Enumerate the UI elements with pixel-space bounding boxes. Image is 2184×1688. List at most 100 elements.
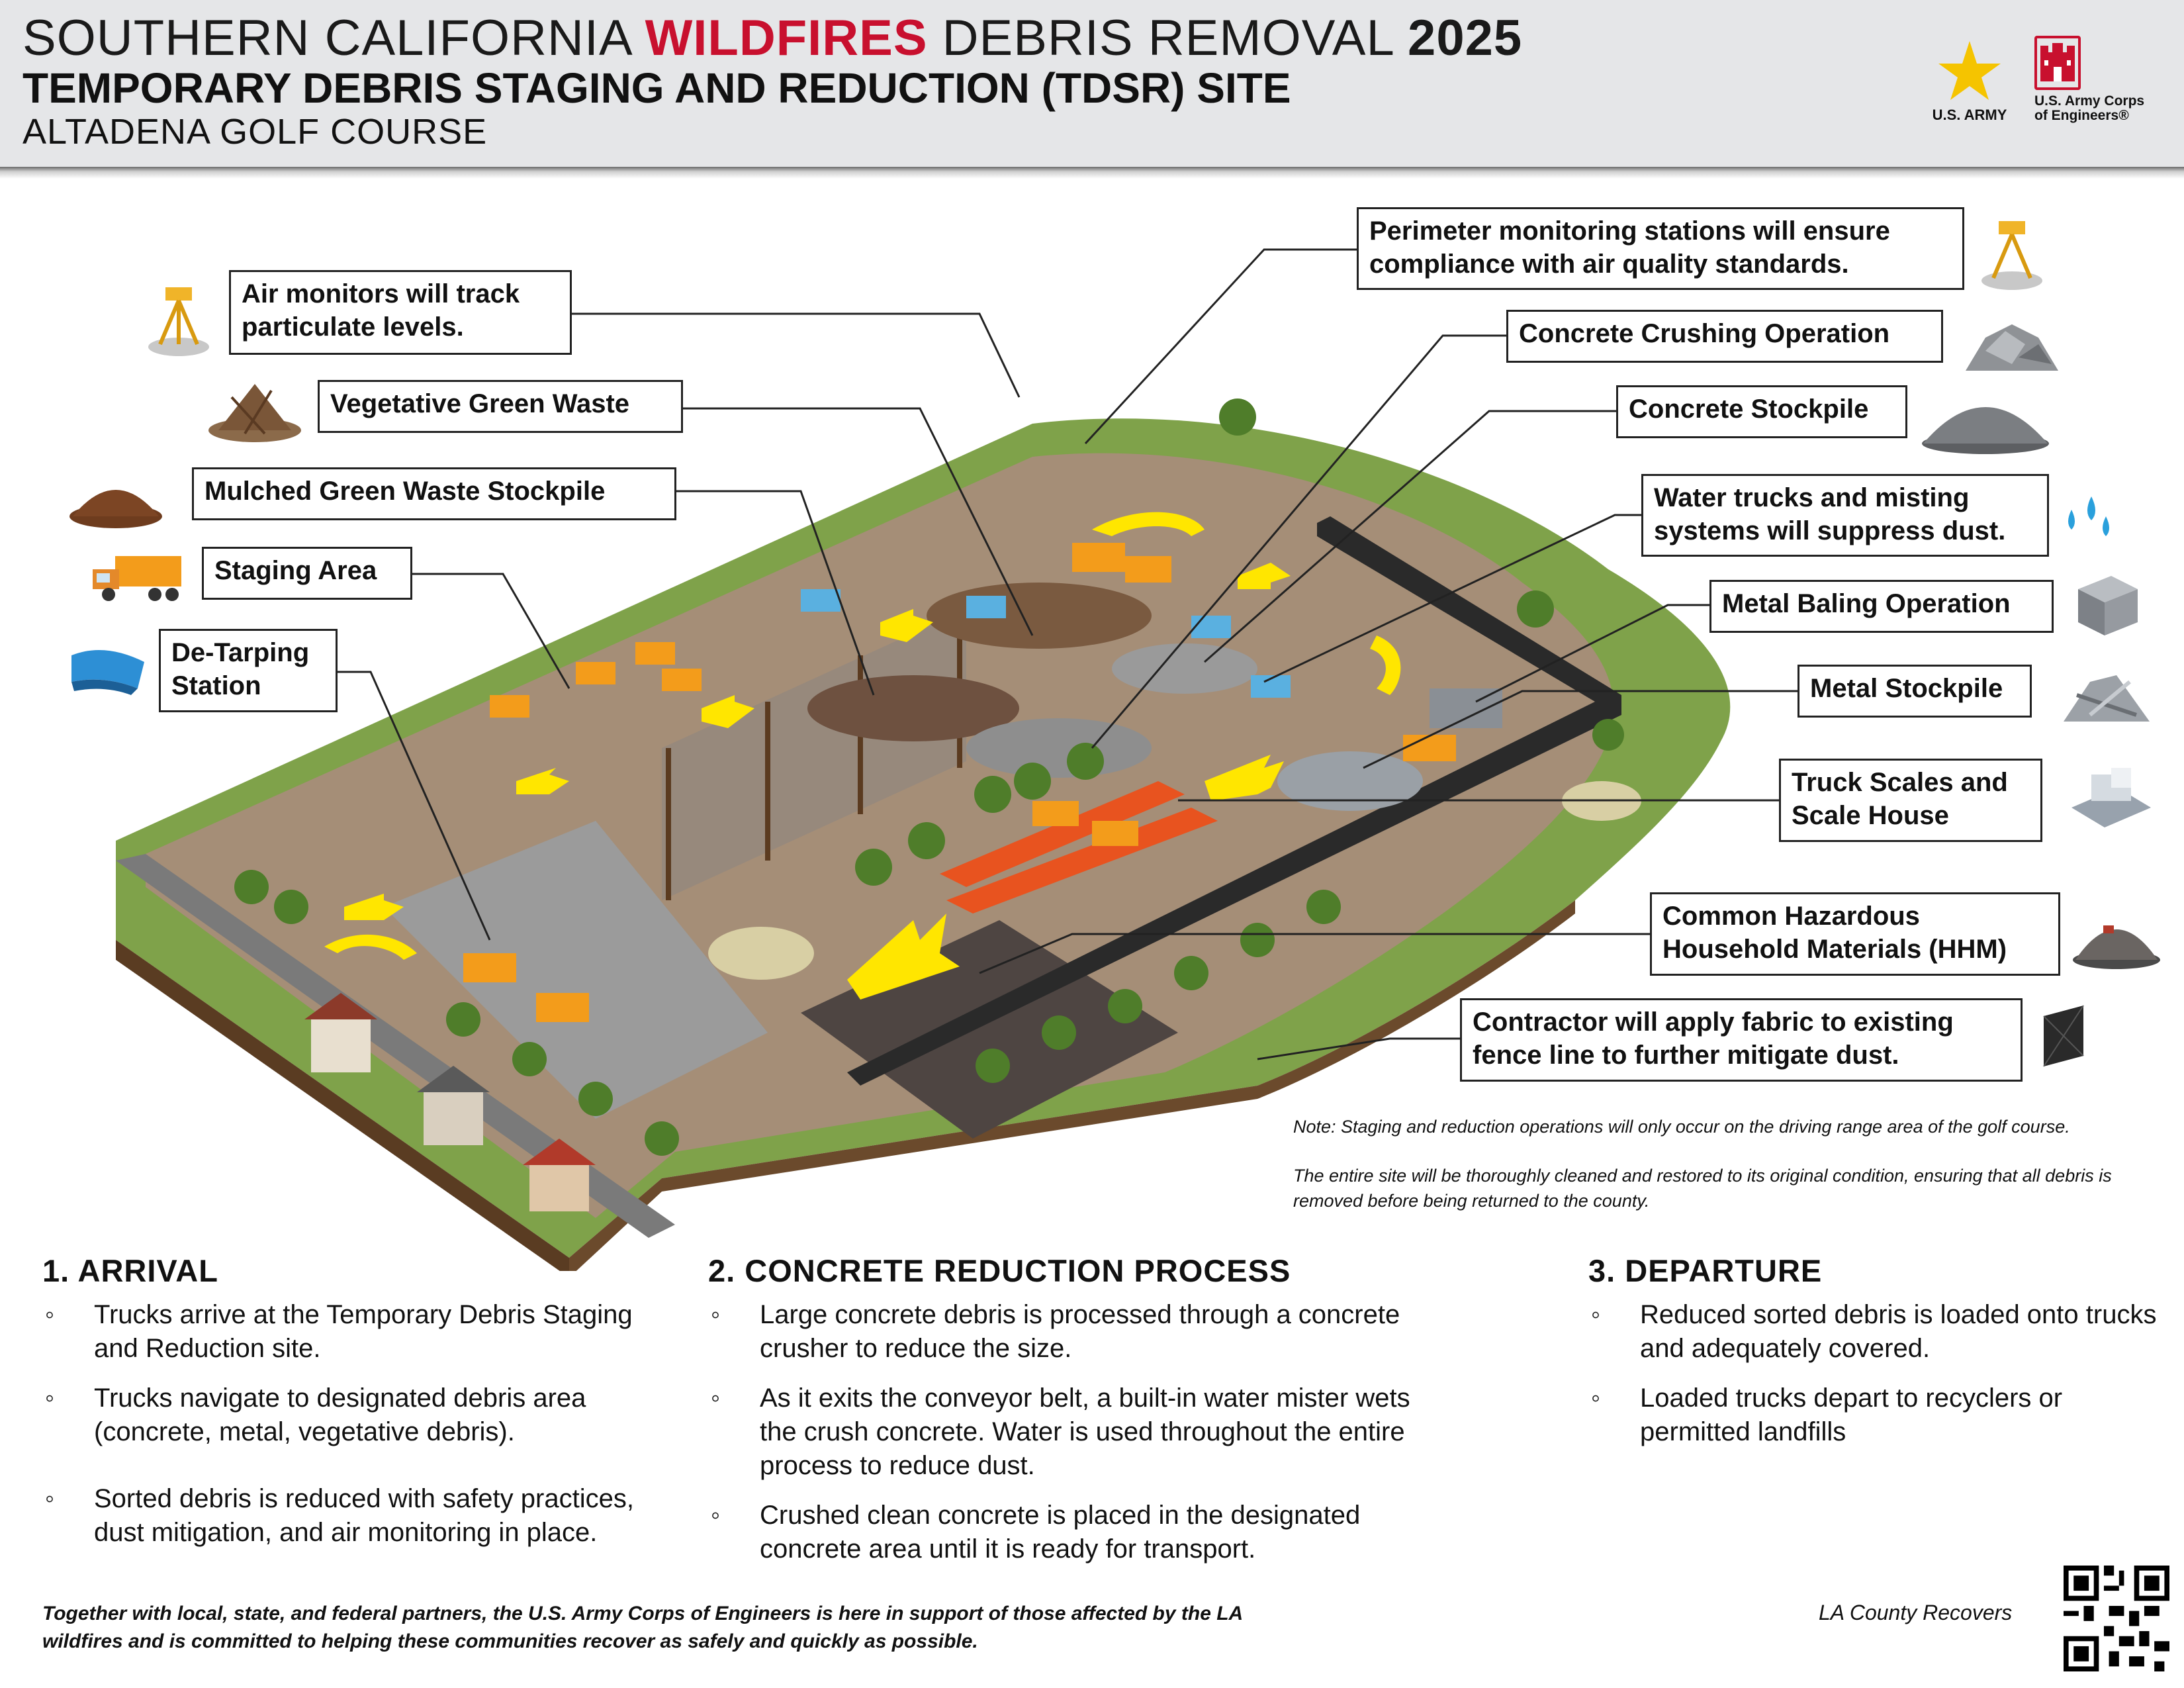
mulch-icon: [69, 490, 162, 528]
callout-crushing: Concrete Crushing Operation: [1506, 310, 1943, 363]
gravel-pile-icon: [1922, 407, 2049, 454]
callout-staging: Staging Area: [202, 547, 412, 600]
usace-text-line2: of Engineers®: [2034, 108, 2129, 123]
water-drops-icon: [2068, 496, 2109, 536]
flow-arrow: [702, 695, 754, 728]
note-driving-range: Note: Staging and reduction operations w…: [1293, 1117, 2070, 1137]
header-banner: SOUTHERN CALIFORNIA WILDFIRES DEBRIS REM…: [0, 0, 2184, 167]
flow-arrow: [516, 768, 569, 794]
army-logo-text: U.S. ARMY: [1932, 107, 2007, 123]
us-army-logo: U.S. ARMY: [1930, 38, 2009, 124]
green-waste-pile: [807, 675, 1019, 741]
flow-arrow: [880, 609, 933, 642]
leader-vegetative: [682, 407, 1034, 636]
concrete-stockpile: [1112, 643, 1257, 694]
vegetative-pile: [927, 583, 1152, 649]
callout-water-line2: systems will suppress dust.: [1654, 516, 2006, 545]
air-monitor-icon: [148, 287, 209, 356]
terrain-edge: [116, 940, 569, 1271]
callout-air-monitors-line1: Air monitors will track: [242, 279, 520, 308]
callout-perimeter: Perimeter monitoring stations will ensur…: [1357, 207, 1964, 290]
curved-arrow: [324, 934, 417, 960]
callout-metal-baling: Metal Baling Operation: [1709, 580, 2054, 633]
section-arrival-title: 1. ARRIVAL: [42, 1253, 218, 1288]
list-item: As it exits the conveyor belt, a built-i…: [708, 1382, 1555, 1483]
callout-staging-text: Staging Area: [214, 556, 377, 585]
callout-fabric-line1: Contractor will apply fabric to existing: [1473, 1008, 1954, 1037]
callout-vegetative: Vegetative Green Waste: [318, 380, 683, 433]
callout-hhm-line2: Household Materials (HHM): [1662, 935, 2007, 964]
list-item: Sorted debris is reduced with safety pra…: [42, 1482, 678, 1550]
callout-mulched-text: Mulched Green Waste Stockpile: [205, 477, 606, 506]
note-restoration: The entire site will be thoroughly clean…: [1293, 1166, 2112, 1211]
callout-detarping: De-Tarping Station: [159, 629, 338, 712]
truck-scale-2: [946, 808, 1218, 914]
section-departure: 3. DEPARTURE Reduced sorted debris is lo…: [1588, 1252, 2171, 1465]
truck-scale-icon: [2071, 768, 2151, 827]
section-concrete-title: 2. CONCRETE REDUCTION PROCESS: [708, 1253, 1291, 1288]
fence-fabric-icon: [2043, 1005, 2084, 1067]
concrete-crush-pile: [966, 718, 1152, 778]
list-item: Loaded trucks depart to recyclers or per…: [1588, 1382, 2171, 1449]
callout-perimeter-line2: compliance with air quality standards.: [1369, 250, 1849, 279]
callout-air-monitors: Air monitors will track particulate leve…: [229, 270, 572, 355]
flow-arrow: [1205, 755, 1284, 801]
list-item: Reduced sorted debris is loaded onto tru…: [1588, 1298, 2171, 1366]
title-year: 2025: [1408, 10, 1523, 66]
curved-arrow: [1092, 512, 1205, 536]
staging-pad: [384, 821, 768, 1119]
page-subtitle: TEMPORARY DEBRIS STAGING AND REDUCTION (…: [23, 64, 1291, 112]
flow-arrow: [344, 894, 404, 920]
callout-water-line1: Water trucks and misting: [1654, 483, 1970, 512]
curved-arrow: [1370, 635, 1401, 695]
metal-stockpile: [1277, 751, 1423, 811]
leader-crushing: [1091, 334, 1506, 749]
callout-crushing-text: Concrete Crushing Operation: [1519, 319, 1890, 348]
callout-metal-stockpile: Metal Stockpile: [1797, 665, 2032, 718]
callout-perimeter-line1: Perimeter monitoring stations will ensur…: [1369, 216, 1890, 246]
callout-scales-line2: Scale House: [1792, 801, 1949, 830]
section-arrival: 1. ARRIVAL Trucks arrive at the Temporar…: [42, 1252, 678, 1566]
callout-air-monitors-line2: particulate levels.: [242, 312, 464, 342]
scrap-metal-icon: [2064, 675, 2150, 722]
usace-text-line1: U.S. Army Corps: [2034, 93, 2145, 109]
leader-fabric: [1257, 1037, 1460, 1060]
leader-detarping: [338, 671, 491, 941]
truck-scale-1: [940, 781, 1185, 887]
leader-hhm: [979, 933, 1650, 974]
dump-truck-icon: [93, 556, 181, 601]
callout-scales-line1: Truck Scales and: [1792, 768, 2008, 797]
title-part2: DEBRIS REMOVAL: [927, 10, 1408, 66]
callout-fabric: Contractor will apply fabric to existing…: [1460, 998, 2023, 1082]
section-concrete-reduction: 2. CONCRETE REDUCTION PROCESS Large conc…: [708, 1252, 1555, 1582]
callout-hhm-line1: Common Hazardous: [1662, 902, 1920, 931]
callout-mulched: Mulched Green Waste Stockpile: [192, 467, 676, 520]
castle-icon: [2034, 36, 2081, 90]
metal-bale-icon: [2078, 576, 2138, 635]
leader-staging: [410, 573, 570, 689]
leader-water: [1263, 514, 1641, 683]
title-highlight: WILDFIRES: [645, 10, 928, 66]
callout-vegetative-text: Vegetative Green Waste: [330, 389, 630, 418]
houses: [304, 993, 596, 1211]
leader-metal-baling: [1475, 604, 1709, 703]
site-location: ALTADENA GOLF COURSE: [23, 112, 488, 152]
vegetative-waste-icon: [208, 384, 301, 442]
section-departure-title: 3. DEPARTURE: [1588, 1253, 1823, 1288]
list-item: Trucks navigate to designated debris are…: [42, 1382, 678, 1449]
leader-perimeter: [1084, 248, 1357, 445]
sand-bunker: [708, 927, 814, 980]
leader-concrete-stockpile: [1204, 410, 1616, 663]
list-item: Large concrete debris is processed throu…: [708, 1298, 1555, 1366]
flow-arrow: [1238, 563, 1291, 589]
tarp-icon: [71, 650, 144, 695]
perimeter-monitor-icon: [1981, 221, 2042, 290]
qr-code-icon[interactable]: [2064, 1566, 2169, 1671]
footer-tagline: LA County Recovers: [1819, 1601, 2013, 1624]
concrete-rubble-icon: [1966, 324, 2058, 371]
site-illustration: [116, 248, 1797, 1271]
road: [116, 854, 675, 1238]
callout-fabric-line2: fence line to further mitigate dust.: [1473, 1041, 1899, 1070]
callout-detarping-line1: De-Tarping: [171, 638, 310, 667]
army-star-icon: [1938, 41, 2001, 100]
